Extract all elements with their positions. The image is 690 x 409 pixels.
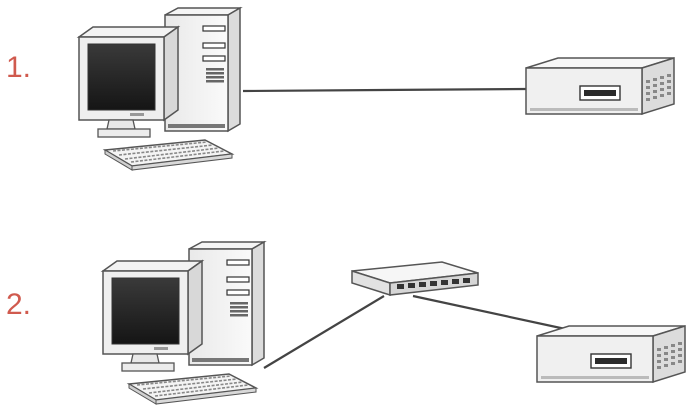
diagram-1-cable xyxy=(242,87,527,93)
diagram-1-external-device-icon xyxy=(525,57,675,115)
diagram-1-desktop-computer-icon xyxy=(78,7,241,171)
diagram-2-cable-switch-device xyxy=(412,294,571,332)
diagram-2-external-device-icon xyxy=(536,325,686,383)
diagram-2-desktop-computer-icon xyxy=(102,241,265,405)
diagram-2-network-switch-icon xyxy=(351,261,479,297)
diagram-2-number: 2. xyxy=(6,288,32,321)
diagram-2-cable-computer-switch xyxy=(263,295,385,369)
diagram-1-number: 1. xyxy=(6,51,32,84)
